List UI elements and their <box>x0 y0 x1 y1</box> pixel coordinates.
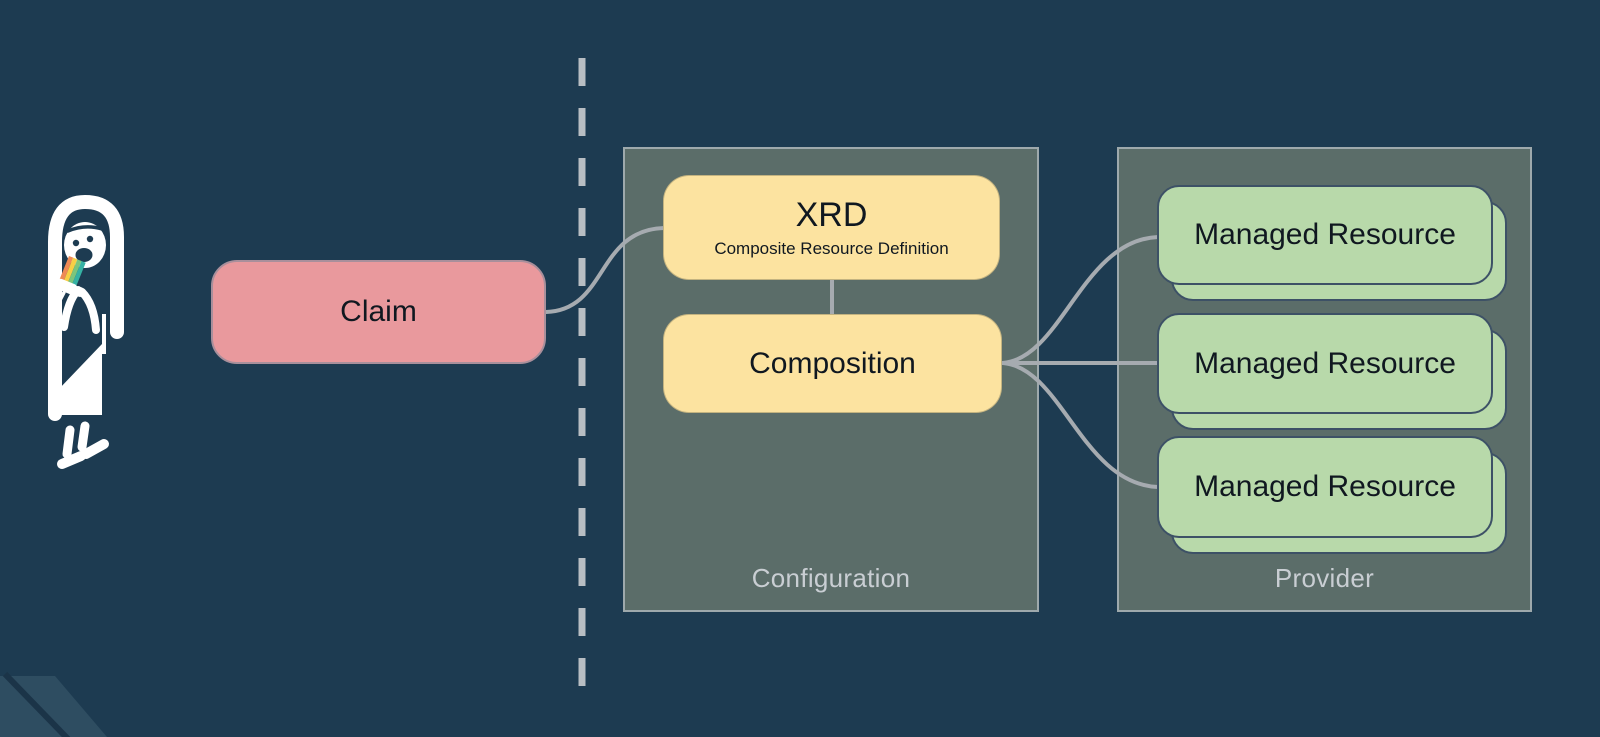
composition-label: Composition <box>749 346 916 380</box>
composition-node: Composition <box>663 314 1002 413</box>
configuration-group-label: Configuration <box>751 563 911 593</box>
popsicle-icon <box>55 255 86 304</box>
managed-resource-node-1: Managed Resource <box>1157 185 1507 301</box>
person-illustration <box>48 194 124 469</box>
claim-node: Claim <box>211 260 546 364</box>
claim-label: Claim <box>340 295 417 328</box>
managed-resource-label: Managed Resource <box>1194 346 1456 380</box>
corner-decoration <box>0 671 107 737</box>
managed-resource-node-3: Managed Resource <box>1157 436 1507 554</box>
xrd-node: XRD Composite Resource Definition <box>663 175 1000 280</box>
xrd-sublabel: Composite Resource Definition <box>714 238 949 258</box>
provider-group-label: Provider <box>1274 563 1375 593</box>
xrd-label: XRD <box>795 196 868 235</box>
managed-resource-label: Managed Resource <box>1194 218 1456 251</box>
managed-resource-node-2: Managed Resource <box>1157 313 1507 430</box>
managed-resource-label: Managed Resource <box>1194 470 1456 503</box>
